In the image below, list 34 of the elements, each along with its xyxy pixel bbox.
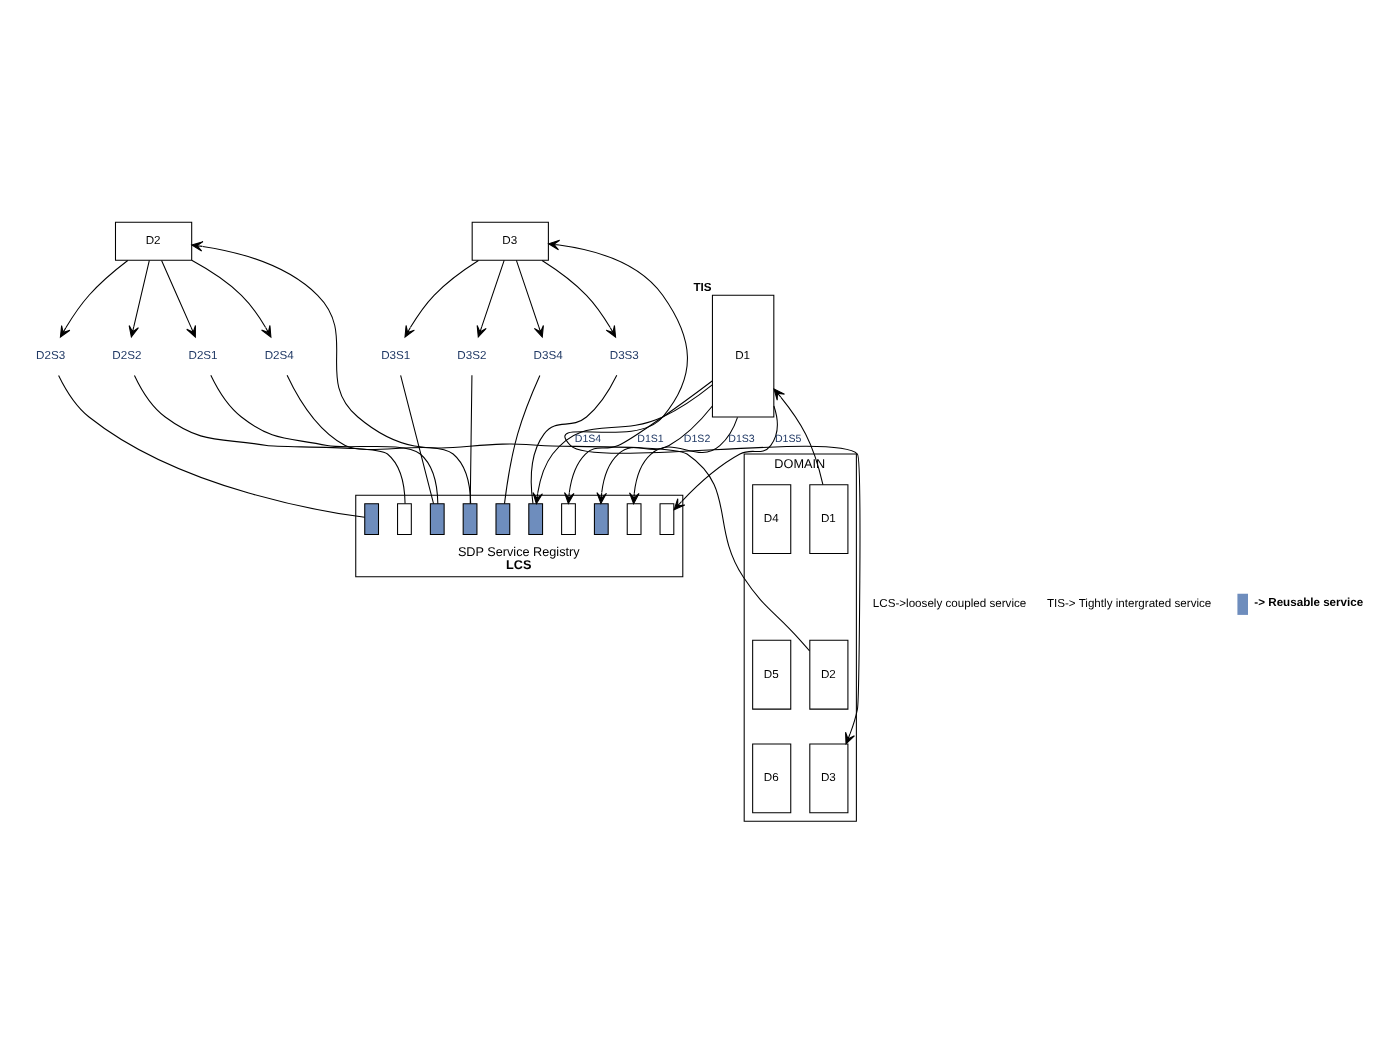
connector — [503, 374, 541, 505]
arrow — [548, 239, 861, 745]
node-box — [462, 503, 478, 535]
arrow — [476, 259, 505, 338]
arrow — [191, 241, 811, 652]
arrow — [161, 259, 196, 338]
connector — [286, 374, 472, 505]
node-box — [593, 503, 609, 535]
node-box — [495, 503, 511, 535]
connector — [530, 374, 618, 505]
connector — [469, 374, 473, 505]
arrow — [191, 259, 272, 338]
node-box — [528, 503, 544, 535]
arrow — [515, 259, 544, 338]
arrow — [404, 259, 479, 338]
connector — [400, 374, 435, 505]
node-box — [561, 503, 576, 535]
connector — [210, 374, 439, 505]
arrow — [541, 259, 617, 338]
node-box — [659, 503, 675, 535]
arrow — [532, 384, 713, 505]
arrow — [596, 405, 713, 505]
arrow — [128, 259, 150, 338]
node-box — [429, 503, 445, 535]
arrow — [563, 380, 713, 505]
arrow — [629, 416, 739, 505]
connector — [133, 374, 406, 505]
node-box — [397, 503, 412, 535]
arrow — [673, 405, 778, 511]
node-box — [626, 503, 642, 535]
node-box — [364, 503, 380, 535]
connector — [58, 374, 366, 518]
arrow — [59, 260, 129, 338]
arrow — [773, 388, 824, 486]
